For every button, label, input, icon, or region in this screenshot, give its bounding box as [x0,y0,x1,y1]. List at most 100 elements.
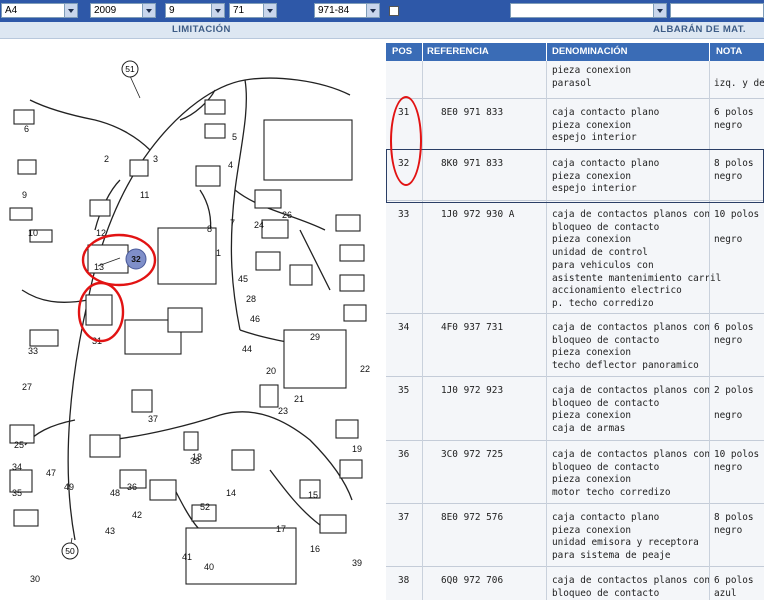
callout-48: 48 [110,488,120,498]
chevron-down-icon[interactable] [64,4,77,17]
callout-21: 21 [294,394,304,404]
cell-ref: 6Q0 972 706 [441,575,504,586]
vent-panel [157,227,217,285]
cell-nota: 2 polos negro [714,385,754,422]
chevron-down-icon[interactable] [211,4,224,17]
cell-pos: 34 [398,322,410,333]
material-delivery-label[interactable]: ALBARÁN DE MAT. [653,24,746,35]
right-select[interactable] [510,3,667,18]
callout-6: 6 [24,124,29,134]
callout-39: 39 [352,558,362,568]
wiring-diagram-svg: 6543291011121387333127262425282930222123… [9,60,370,585]
model-select[interactable]: A4 [1,3,78,18]
main-group-select[interactable]: 9 [165,3,225,18]
header-nota: NOTA [716,46,743,57]
connector [9,424,35,444]
callout-26: 26 [282,210,292,220]
cell-ref: 1J0 972 930 A [441,209,515,220]
table-row[interactable]: 36 3C0 972 725 caja de contactos planos co… [386,441,764,504]
cell-ref: 1J0 972 923 [441,385,504,396]
callout-5: 5 [232,132,237,142]
search-input[interactable] [670,3,764,18]
callout-4: 4 [228,160,233,170]
callout-23: 23 [278,406,288,416]
connector [167,307,203,333]
checkbox[interactable] [389,6,399,16]
main-group-value: 9 [169,5,175,16]
connector [335,214,361,232]
callout-44: 44 [242,344,252,354]
roof-console [185,527,297,585]
cell-nota: 8 polos negro [714,512,754,536]
connector [13,109,35,125]
callout-22: 22 [360,364,370,374]
cell-pos: 37 [398,512,410,523]
callout-8: 8 [207,224,212,234]
chevron-down-icon[interactable] [366,4,379,17]
connector [289,264,313,286]
harness-center [230,79,248,331]
callout-45: 45 [238,274,248,284]
connector [259,384,279,408]
connector [195,165,221,187]
callout-28: 28 [246,294,256,304]
overhead-console [263,119,353,181]
header-strip: LIMITACIÓN ALBARÁN DE MAT. [0,22,764,39]
connector [343,304,367,322]
header-ref: REFERENCIA [427,46,489,57]
connector [335,419,359,439]
table-header: POS REFERENCIA DENOMINACIÓN NOTA [386,43,764,61]
callout-17: 17 [276,524,286,534]
callout-3: 3 [153,154,158,164]
callout-29: 29 [310,332,320,342]
cell-den: caja de contactos planos con bloqueo de … [552,449,711,499]
cell-ref: 8E0 972 576 [441,512,504,523]
cell-den: caja de contactos planos con bloqueo de … [552,209,722,309]
model-select-value: A4 [5,5,18,16]
connector-31 [85,294,113,326]
cell-den: caja contacto plano pieza conexion espej… [552,158,660,195]
connector [89,199,111,217]
cell-nota: 6 polos negro [714,107,754,131]
harness-branch-5 [269,469,321,526]
cell-den: caja contacto plano pieza conexion espej… [552,107,660,144]
parts-table: POS REFERENCIA DENOMINACIÓN NOTA pieza c… [386,43,764,600]
callout-15: 15 [308,490,318,500]
callout-30: 30 [30,574,40,584]
cell-nota: 6 polos negro [714,322,754,346]
connector [13,509,39,527]
highlight-circle-32 [81,233,157,287]
connector [29,229,53,243]
header-den: DENOMINACIÓN [552,46,628,57]
callout-20: 20 [266,366,276,376]
cell-pos: 38 [398,575,410,586]
year-select[interactable]: 2009 [90,3,156,18]
callout-32-badge [125,248,147,270]
connector [183,431,199,451]
sub-group-select[interactable]: 71 [229,3,277,18]
chevron-down-icon[interactable] [142,4,155,17]
callout-37: 37 [148,414,158,424]
callout-34: 34 [12,462,22,472]
cell-ref: 8K0 971 833 [441,158,504,169]
connector [204,123,226,139]
connector [319,514,347,534]
chevron-down-icon[interactable] [263,4,276,17]
sub-group-value: 71 [233,5,245,16]
illustration-select[interactable]: 971-84 [314,3,380,18]
connector [299,479,321,499]
connector [254,189,282,209]
cell-pos: 36 [398,449,410,460]
cell-ref: 3C0 972 725 [441,449,504,460]
selected-row-frame [386,149,764,203]
chevron-down-icon[interactable] [653,4,666,17]
table-row[interactable]: pieza conexion parasol izq. y der. [386,61,764,99]
callout-43: 43 [105,526,115,536]
